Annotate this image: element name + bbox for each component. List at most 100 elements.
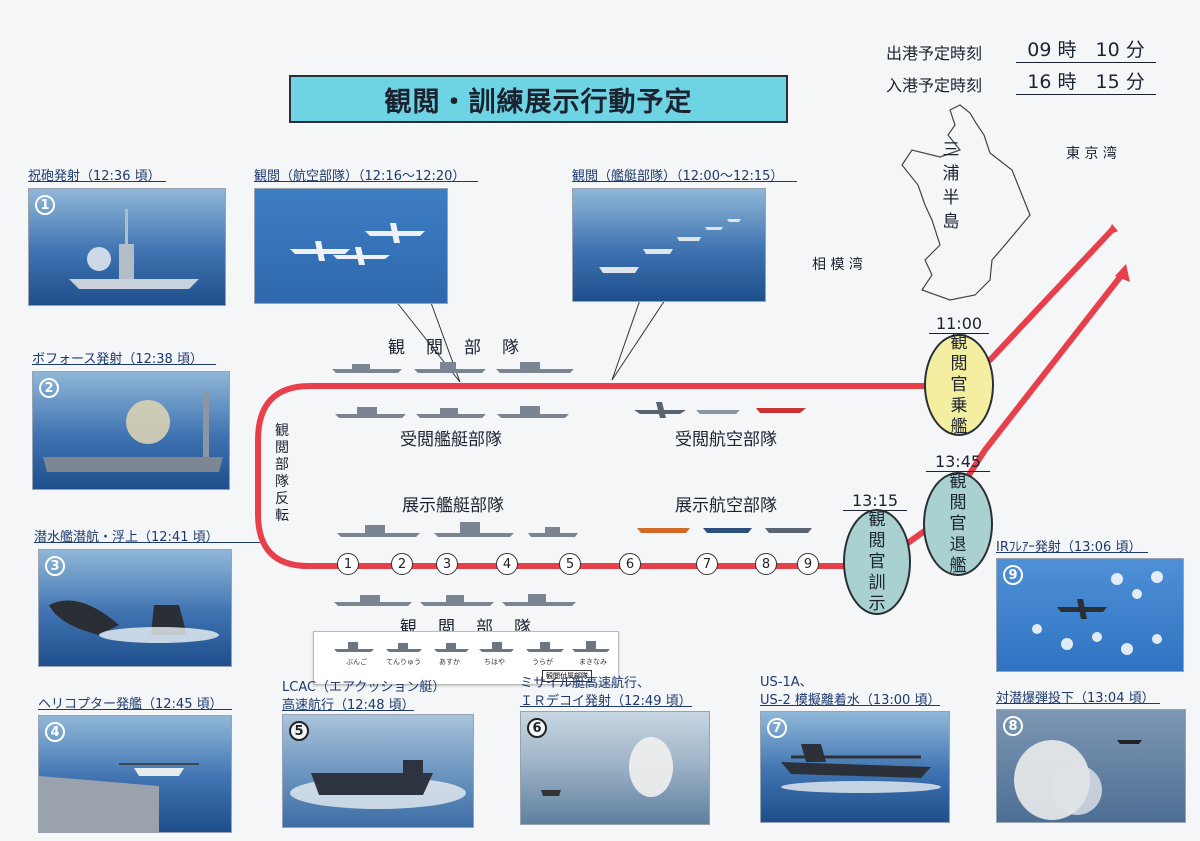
photo-number-6: 6: [527, 718, 547, 738]
address-char-1: 観: [868, 509, 886, 530]
peninsula-char-3: 半: [942, 188, 960, 208]
address-char-4: 訓: [868, 572, 886, 593]
ship-column-graphic: [599, 219, 741, 273]
attached-ship-name-6: まきなみ: [579, 658, 607, 666]
caption-4: ヘリコプター発艦（12:45 頃）: [38, 697, 223, 712]
route-main-path: [255, 383, 933, 569]
return-schedule: 入港予定時刻 16 時 15 分: [886, 71, 1166, 97]
caption-6: ＩＲデコイ発射（12:49 頃）: [520, 694, 692, 709]
photo-6-decoy: 6: [520, 711, 710, 825]
caption-6-underline: [520, 706, 692, 707]
caption-2-underline: [32, 364, 216, 365]
peninsula-char-2: 浦: [942, 164, 960, 184]
caption-ship-review-underline: [572, 181, 797, 182]
attached-units-badge: 観閲付属部隊: [542, 670, 592, 682]
event-time-address: 13:15: [843, 491, 907, 511]
received-ships-label: 受閲艦艇部隊: [400, 430, 502, 450]
turn-char-5: 反: [275, 491, 289, 507]
aircraft-silhouettes: [634, 402, 812, 533]
departure-time: 09 時 10 分: [1016, 35, 1156, 63]
route-arrow-upper: [1106, 224, 1118, 236]
photo-air-review: [254, 188, 448, 304]
return-time: 16 時 15 分: [1016, 67, 1156, 95]
attached-ship-name-2: てんりゅう: [386, 658, 421, 666]
helicopter-deck-graphic: [39, 763, 199, 832]
disembark-char-5: 艦: [949, 555, 967, 576]
turn-char-6: 転: [275, 508, 289, 524]
attached-ships-silhouettes: [334, 641, 610, 652]
attached-ships-strip: ぶんご てんりゅう あすか ちはや うらが まきなみ 観閲付属部隊: [313, 631, 619, 685]
photo-number-9: 9: [1003, 565, 1023, 585]
photo-number-5: 5: [289, 721, 309, 741]
caption-2: ボフォース発射（12:38 頃）: [32, 352, 203, 367]
caption-7-underline: [760, 705, 940, 706]
display-ships-label: 展示艦艇部隊: [402, 496, 504, 516]
event-time-boarding: 11:00: [929, 314, 989, 334]
caption-air-review: 観閲（航空部隊）（12:16～12:20）: [254, 169, 466, 184]
boarding-char-1: 観: [950, 332, 968, 353]
caption-9: IRﾌﾚｱｰ発射（13:06 頃）: [996, 540, 1142, 555]
photo-3-submarine: 3: [38, 549, 232, 667]
miura-peninsula-map: [901, 104, 1031, 301]
boarding-char-5: 艦: [950, 416, 968, 437]
caption-8: 対潜爆弾投下（13:04 頃）: [996, 691, 1155, 706]
explosion-graphic: [1014, 740, 1142, 820]
turn-char-2: 閲: [275, 440, 289, 456]
event-oval-disembark: 観 閲 官 退 艦: [923, 472, 993, 576]
departure-schedule: 出港予定時刻 09 時 10 分: [886, 39, 1166, 65]
boarding-char-2: 閲: [950, 353, 968, 374]
turn-char-4: 隊: [275, 474, 289, 490]
disembark-char-3: 官: [949, 513, 967, 534]
caption-1: 祝砲発射（12:36 頃）: [28, 169, 161, 184]
route-number-7: 7: [696, 553, 718, 575]
route-number-2: 2: [391, 553, 413, 575]
return-label: 入港予定時刻: [886, 76, 983, 95]
lcac-graphic: [290, 760, 466, 809]
photo-number-4: 4: [45, 722, 65, 742]
photo-7-us2: 7: [760, 711, 950, 823]
route-number-4: 4: [496, 553, 518, 575]
route-number-5: 5: [559, 553, 581, 575]
flying-boat-graphic: [781, 744, 941, 793]
salute-ship-graphic: [69, 209, 199, 289]
caption-3: 潜水艦潜航・浮上（12:41 頃）: [34, 530, 219, 545]
event-oval-address: 観 閲 官 訓 示: [843, 509, 911, 615]
ir-flare-graphic: [1032, 571, 1163, 655]
turn-char-3: 部: [275, 457, 289, 473]
photo-9-ir-flare: 9: [996, 558, 1184, 672]
peninsula-outline: [901, 104, 1031, 301]
page-title: 観閲・訓練展示行動予定: [289, 75, 788, 123]
disembark-char-1: 観: [949, 471, 967, 492]
event-time-disembark: 13:45: [926, 452, 990, 472]
submarine-graphic: [49, 600, 219, 643]
turn-char-1: 観: [275, 423, 289, 439]
tokyo-bay-label: 東 京 湾: [1066, 146, 1117, 162]
route-arrow-lower: [1115, 264, 1130, 282]
photo-number-1: 1: [35, 195, 55, 215]
boarding-text: 観 閲 官 乗 艦: [950, 333, 968, 438]
sagami-bay-label: 相 模 湾: [812, 257, 863, 273]
photo-5-lcac: 5: [282, 714, 474, 828]
caption-4-underline: [38, 709, 232, 710]
peninsula-char-4: 島: [942, 212, 960, 232]
review-units-label: 観 閲 部 隊: [388, 338, 521, 358]
boarding-char-4: 乗: [950, 395, 968, 416]
photo-number-3: 3: [45, 556, 65, 576]
caption-7-top: US-1A、: [760, 675, 813, 690]
caption-ship-review: 観閲（艦艇部隊）（12:00～12:15）: [572, 169, 784, 184]
attached-ship-name-5: うらが: [532, 658, 553, 666]
received-aircraft-label: 受閲航空部隊: [675, 430, 777, 450]
disembark-text: 観 閲 官 退 艦: [949, 472, 967, 577]
photo-number-7: 7: [767, 718, 787, 738]
aircraft-formation-graphic: [290, 223, 425, 265]
caption-1-underline: [28, 181, 166, 182]
pointer-line-ship-1: [611, 299, 641, 381]
photo-2-bofors: 2: [32, 371, 230, 490]
caption-9-underline: [996, 552, 1148, 553]
route-number-3: 3: [436, 553, 458, 575]
caption-air-review-underline: [254, 181, 478, 182]
photo-1-salute: 1: [28, 188, 226, 306]
photo-number-8: 8: [1003, 716, 1023, 736]
boarding-char-3: 官: [950, 374, 968, 395]
